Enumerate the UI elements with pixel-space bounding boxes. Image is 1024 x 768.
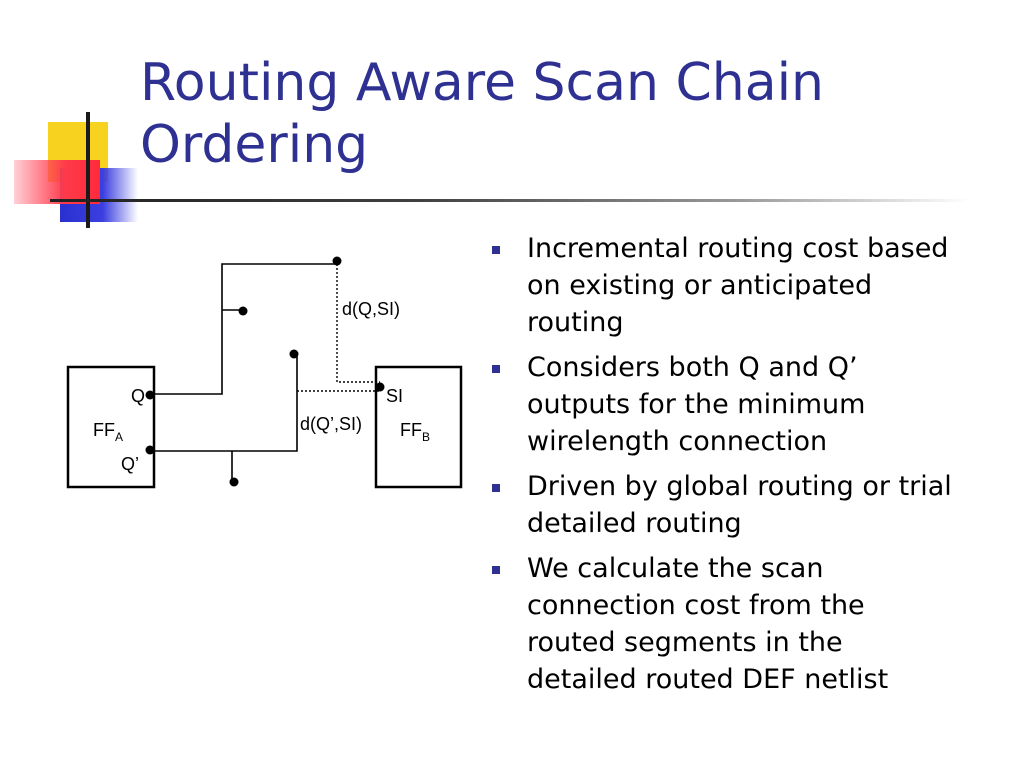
slide-title: Routing Aware Scan Chain Ordering <box>140 53 824 175</box>
square-bullet-icon <box>492 246 500 254</box>
bullet-item: Incremental routing cost based on existi… <box>492 230 952 341</box>
q-routing-wire <box>148 263 337 395</box>
bullet-list: Incremental routing cost based on existi… <box>492 230 952 706</box>
bullet-item: We calculate the scan connection cost fr… <box>492 550 952 698</box>
ff-a-subscript: A <box>115 430 123 444</box>
pin-si-dot <box>375 382 385 392</box>
ff-b-subscript: B <box>422 430 430 444</box>
square-bullet-icon <box>492 566 500 574</box>
bullet-text: Driven by global routing or trial detail… <box>527 471 952 539</box>
decor-vertical-line <box>86 112 90 228</box>
qbar-routing-wire <box>148 354 298 452</box>
label-q-si-distance: d(Q,SI) <box>342 299 400 319</box>
pin-si-label: SI <box>386 386 403 406</box>
pin-q-dot <box>145 390 155 400</box>
ff-b-box <box>374 365 463 489</box>
bullet-text: Considers both Q and Q’ outputs for the … <box>527 352 866 457</box>
route-endpoint-dot <box>238 306 248 316</box>
bullet-text: We calculate the scan connection cost fr… <box>527 553 889 695</box>
square-bullet-icon <box>492 365 500 373</box>
decor-red-bar <box>14 160 100 204</box>
route-endpoint-dot <box>289 349 299 359</box>
route-endpoint-dot <box>332 256 342 266</box>
title-underline <box>50 199 970 202</box>
ff-b-name: FF <box>400 420 422 440</box>
label-qbar-si-distance: d(Q’,SI) <box>300 414 362 434</box>
bullet-item: Driven by global routing or trial detail… <box>492 468 952 542</box>
pin-q-label: Q <box>131 386 145 406</box>
bullet-item: Considers both Q and Q’ outputs for the … <box>492 349 952 460</box>
pin-qbar-dot <box>145 445 155 455</box>
ff-a-box <box>66 365 156 489</box>
bullet-text: Incremental routing cost based on existi… <box>527 233 949 338</box>
pin-qbar-label: Q’ <box>121 454 139 474</box>
route-endpoint-dot <box>229 477 239 487</box>
square-bullet-icon <box>492 484 500 492</box>
ff-b-label: FFB <box>400 420 430 444</box>
q-to-si-dotted-path <box>336 264 380 383</box>
ff-a-label: FFA <box>93 420 123 444</box>
ff-a-name: FF <box>93 420 115 440</box>
